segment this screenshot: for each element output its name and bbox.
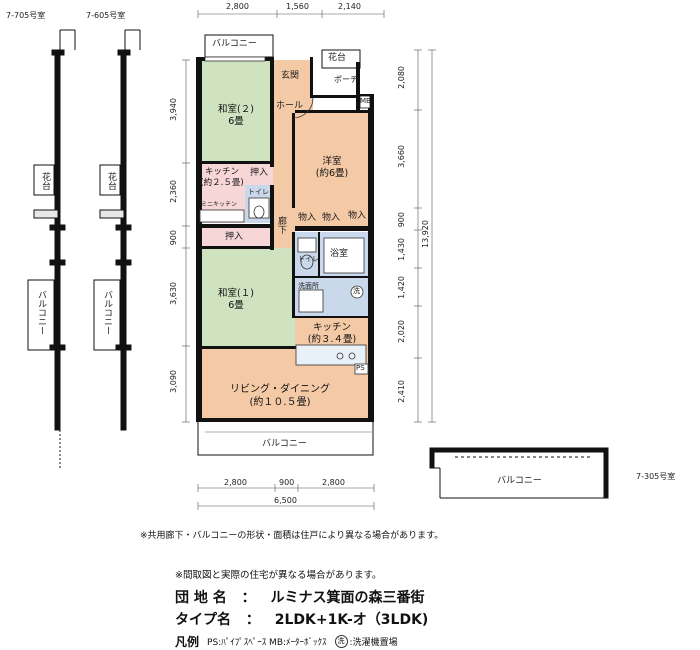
living-name: リビング・ダイニング [230, 384, 330, 395]
balcony-305-label: バルコニー [497, 476, 542, 486]
toilet-small-label: トイレ [248, 188, 269, 196]
closet-small-label: 押入 [250, 168, 269, 178]
storage-1-label: 物入 [298, 213, 317, 223]
kitchen-size: (約３.４畳) [307, 333, 357, 345]
ps-label: PS [356, 364, 365, 372]
porch-label: ポーチ [334, 75, 358, 84]
western-size: (約6畳) [315, 167, 349, 179]
legend-label: 凡例 [175, 635, 200, 649]
dim-left-1: 3,940 [169, 98, 178, 121]
dim-right-total: 13,920 [421, 220, 430, 248]
balcony-bottom-label: バルコニー [262, 439, 307, 449]
neighbor-705-plan [27, 29, 76, 470]
legend-text: PS:ﾊﾟｲﾌﾟｽﾍﾟｰｽ MB:ﾒｰﾀｰﾎﾞｯｸｽ [207, 638, 327, 648]
complex-label: 団 地 名 [175, 590, 227, 606]
closet-strip-label: 押入 [225, 232, 244, 242]
note-2: ※間取図と実際の住宅が異なる場合があります。 [175, 570, 382, 581]
unit-305-plan [429, 447, 609, 499]
dim-left-2: 2,360 [169, 180, 178, 203]
toilet-label: トイレ [298, 255, 319, 263]
western-label: 洋室 (約6畳) [298, 156, 366, 180]
kitchen-small-name: キッチン [204, 167, 239, 177]
washitsu2-label: 和室(２) 6畳 [200, 104, 272, 128]
entrance-label: 玄関 [281, 71, 300, 81]
washitsu2-size: 6畳 [228, 115, 244, 127]
dim-bottom-2: 900 [279, 478, 295, 487]
dim-right-6: 2,020 [397, 320, 406, 343]
storage-3-label: 物入 [348, 211, 367, 221]
western-name: 洋室 [322, 156, 342, 167]
washitsu2-name: 和室(２) [218, 104, 254, 115]
balcony-top-label: バルコニー [212, 39, 257, 49]
kitchen-label: キッチン (約３.４畳) [298, 322, 366, 346]
dim-top-2: 1,560 [286, 2, 309, 11]
dim-left-3: 900 [169, 230, 178, 246]
kitchen-small-size: (約２.５畳) [200, 177, 244, 188]
washitsu1-name: 和室(１) [218, 288, 254, 299]
complex-row: 団 地 名 ： ルミナス箕面の森三番街 [175, 587, 425, 607]
dim-right-2: 3,660 [397, 145, 406, 168]
flower-box-top-label: 花台 [328, 53, 347, 63]
dim-bottom-total: 6,500 [274, 496, 297, 505]
washer-symbol: 洗 [353, 287, 360, 295]
mb-label: MB [360, 97, 371, 105]
balcony-605: バルコニー [102, 290, 112, 335]
dimension-lines [182, 10, 436, 510]
living-label: リビング・ダイニング (約１０.５畳) [215, 384, 345, 409]
dim-left-4: 3,630 [169, 282, 178, 305]
mini-kitchen-label: ミニキッチン [201, 201, 238, 208]
dim-right-3: 900 [397, 212, 406, 228]
bath-label: 浴室 [330, 249, 349, 259]
type-label: タイプ名 [175, 612, 231, 628]
dim-top-1: 2,800 [226, 2, 249, 11]
corridor-label: 廊下 [276, 216, 286, 234]
dim-top-3: 2,140 [338, 2, 361, 11]
washer-icon: 洗 [334, 635, 348, 648]
unit-605-label: 7-605号室 [86, 11, 126, 20]
living-size: (約１０.５畳) [249, 396, 311, 408]
note-1: ※共用廊下・バルコニーの形状・面積は住戸により異なる場合があります。 [140, 531, 444, 541]
type-colon: ： [245, 612, 260, 628]
washitsu1-size: 6畳 [228, 299, 244, 311]
neighbor-605-plan [93, 29, 141, 431]
dim-right-1: 2,080 [397, 66, 406, 89]
complex-colon: ： [241, 590, 256, 606]
unit-305-label: 7-305号室 [636, 472, 676, 481]
legend-washer-text: :洗濯機置場 [349, 638, 398, 648]
legend-row: 凡例 PS:ﾊﾟｲﾌﾟｽﾍﾟｰｽ MB:ﾒｰﾀｰﾎﾞｯｸｽ 洗 :洗濯機置場 [175, 633, 398, 650]
type-row: タイプ名 ： 2LDK+1K-オ（3LDK) [175, 609, 428, 629]
flower-box-705: 花台 [40, 172, 50, 190]
dim-bottom-3: 2,800 [322, 478, 345, 487]
storage-2-label: 物入 [322, 213, 341, 223]
washitsu1-label: 和室(１) 6畳 [200, 288, 272, 312]
unit-705-label: 7-705号室 [6, 11, 46, 20]
fixtures [199, 56, 374, 433]
dim-bottom-1: 2,800 [224, 478, 247, 487]
kitchen-name: キッチン [312, 322, 351, 333]
balcony-705: バルコニー [36, 290, 46, 335]
dim-right-7: 2,410 [397, 380, 406, 403]
kitchen-small-label: キッチン (約２.５畳) [198, 167, 246, 188]
washroom-label: 洗面所 [298, 282, 319, 290]
dim-right-5: 1,420 [397, 276, 406, 299]
complex-value: ルミナス箕面の森三番街 [270, 590, 425, 606]
flower-box-605: 花台 [106, 172, 116, 190]
hall-label: ホール [276, 101, 304, 111]
type-value: 2LDK+1K-オ（3LDK) [274, 612, 429, 628]
dim-right-4: 1,430 [397, 238, 406, 261]
dim-left-5: 3,090 [169, 370, 178, 393]
